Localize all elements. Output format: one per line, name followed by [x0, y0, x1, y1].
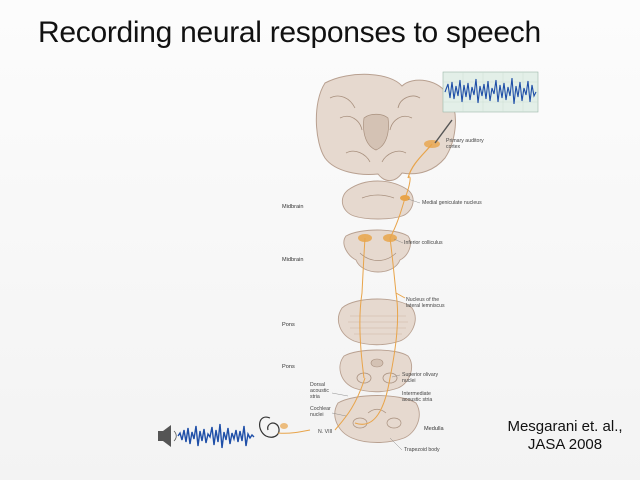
level-midbrain-1: Midbrain	[282, 204, 303, 210]
level-pons-1: Pons	[282, 322, 295, 328]
citation: Mesgarani et. al., JASA 2008	[500, 418, 630, 454]
label-intermediate-stria-2: acoustic stria	[402, 397, 432, 403]
label-inferior-colliculus: Inferior colliculus	[404, 240, 443, 246]
citation-journal: JASA 2008	[527, 436, 603, 453]
speaker-icon	[158, 425, 177, 447]
slide-title: Recording neural responses to speech	[38, 16, 541, 49]
level-medulla: Medulla	[424, 426, 444, 432]
midbrain-section	[343, 229, 411, 273]
ear-icon	[259, 416, 311, 438]
thalamus-section	[341, 180, 414, 220]
label-medial-geniculate: Medial geniculate nucleus	[422, 200, 482, 206]
label-cochlear-nuclei-2: nuclei	[310, 412, 324, 418]
label-intermediate-stria-1: Intermediate	[402, 391, 431, 397]
label-dorsal-stria-3: stria	[310, 394, 320, 400]
label-cochlear-nuclei-1: Cochlear	[310, 406, 331, 412]
label-dorsal-stria-1: Dorsal	[310, 382, 325, 388]
label-lateral-lemniscus-1: Nucleus of the	[406, 297, 439, 303]
pons-lower-section	[339, 349, 412, 393]
auditory-pathway	[334, 176, 411, 431]
label-superior-olivary-2: nuclei	[402, 378, 416, 384]
electrode-icon	[434, 119, 453, 144]
speech-waveform	[177, 423, 255, 449]
brain-coronal-section	[315, 73, 456, 182]
label-superior-olivary-1: Superior olivary	[402, 372, 438, 378]
neural-recording-trace	[442, 71, 539, 113]
auditory-pathway-diagram: Primary auditory cortex Midbrain Medial …	[158, 71, 539, 453]
label-trapezoid-body: Trapezoid body	[404, 447, 440, 453]
label-dorsal-stria-2: acoustic	[310, 388, 329, 394]
label-nerve-viii: N. VIII	[318, 429, 332, 435]
level-midbrain-2: Midbrain	[282, 257, 303, 263]
citation-authors: Mesgarani et. al.,	[507, 418, 623, 435]
level-pons-2: Pons	[282, 364, 295, 370]
label-primary-auditory-cortex-2: cortex	[446, 144, 461, 150]
label-primary-auditory-cortex-1: Primary auditory	[446, 138, 484, 144]
pons-upper-section	[338, 298, 416, 346]
label-lateral-lemniscus-2: lateral lemniscus	[406, 303, 445, 309]
